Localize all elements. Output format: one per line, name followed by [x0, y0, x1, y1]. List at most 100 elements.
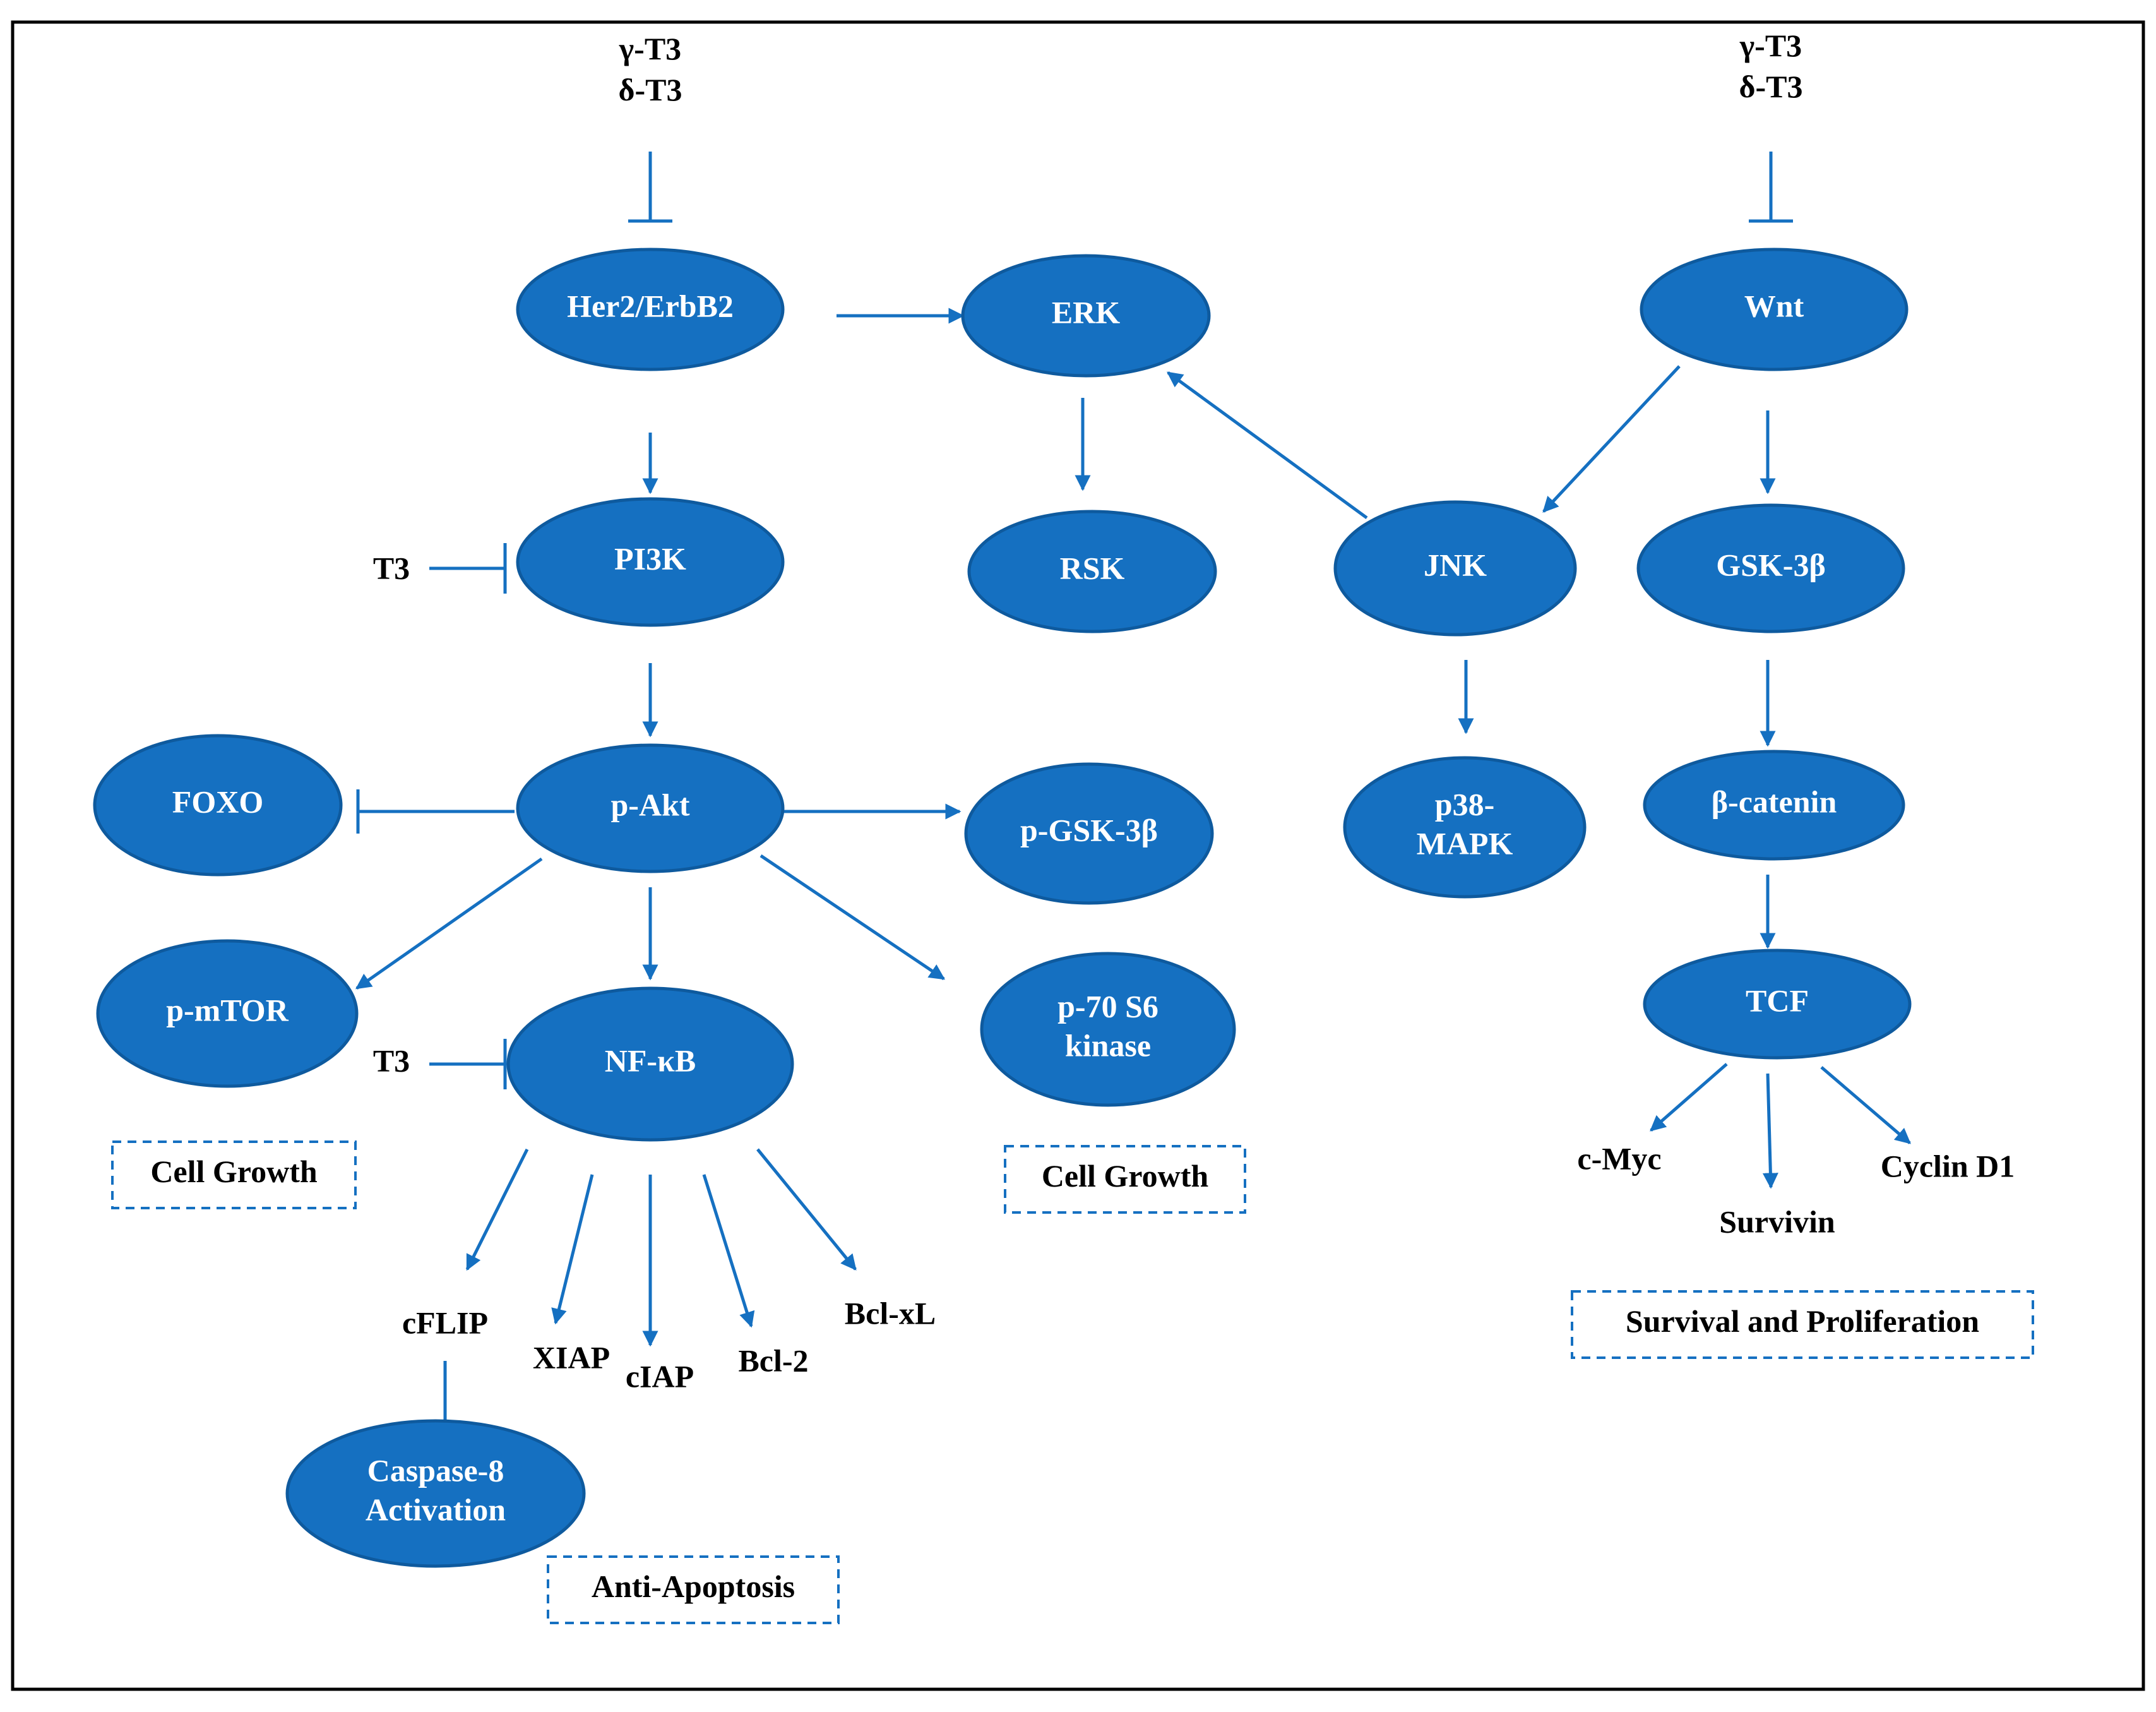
nfkb-to-xiap-edge: [551, 1174, 594, 1325]
label-cmyc: c-Myc: [1577, 1140, 1661, 1176]
node-gsk3b: GSK-3β: [1636, 503, 1905, 633]
erk-text: ERK: [1052, 294, 1120, 330]
anti-apoptosis-label: Anti-Apoptosis: [592, 1569, 795, 1604]
label-gt3-right: γ-T3 δ-T3: [1739, 28, 1803, 104]
p70-ellipse: [980, 952, 1236, 1107]
cyclind1-text: Cyclin D1: [1881, 1148, 2015, 1183]
tcf-to-survivin-edge: [1762, 1073, 1778, 1189]
pakt-to-foxo-edge: [356, 789, 515, 834]
bclxl-text: Bcl-xL: [845, 1295, 936, 1331]
node-rsk: RSK: [967, 510, 1217, 633]
cflip-to-casp8-edge: [423, 1361, 467, 1426]
activation-arrow: [355, 857, 543, 990]
node-foxo: FOXO: [93, 734, 343, 877]
node-pgsk3b: p-GSK-3β: [964, 762, 1214, 905]
gt3-left-text: δ-T3: [619, 72, 682, 107]
label-gt3-left: γ-T3 δ-T3: [619, 31, 682, 107]
wnt-text: Wnt: [1744, 288, 1804, 323]
nfkb-to-bcl2-edge: [702, 1174, 755, 1328]
figure-border: [11, 20, 2145, 1691]
node-jnk: JNK: [1333, 500, 1577, 637]
gt3-right-to-wnt-edge: [1749, 152, 1793, 223]
label-bclxl: Bcl-xL: [845, 1295, 936, 1331]
wnt-to-jnk-edge: [1542, 365, 1681, 513]
erk-ellipse: [961, 254, 1211, 378]
label-survivin: Survivin: [1719, 1204, 1835, 1239]
cell-growth-left-frame: [111, 1140, 357, 1209]
pi3k-text: PI3K: [614, 541, 686, 576]
rsk-ellipse: [967, 510, 1217, 633]
t3-nfkb-to-nfkb-edge: [429, 1039, 507, 1089]
label-t3-nfkb: T3: [373, 1043, 410, 1078]
p70-text: p-70 S6: [1057, 988, 1158, 1024]
casp8-text: Activation: [366, 1492, 506, 1527]
tcf-to-cmyc-edge: [1650, 1063, 1728, 1132]
pi3k-ellipse: [516, 497, 785, 627]
label-xiap: XIAP: [533, 1339, 610, 1375]
p70-text: kinase: [1065, 1027, 1151, 1063]
ciap-text: cIAP: [626, 1358, 694, 1394]
node-pmtor: p-mTOR: [96, 939, 359, 1088]
nfkb-ellipse: [506, 986, 794, 1142]
activation-arrow: [1650, 1063, 1728, 1132]
box-cell-growth-left: Cell Growth: [111, 1140, 357, 1209]
cflip-text: cFLIP: [402, 1305, 488, 1340]
activation-arrow: [702, 1174, 755, 1328]
cell-growth-right-label: Cell Growth: [1042, 1158, 1209, 1194]
survival-proliferation-frame: [1571, 1290, 2034, 1359]
activation-arrow: [1166, 371, 1368, 520]
label-cyclind1: Cyclin D1: [1881, 1148, 2015, 1183]
pmtor-ellipse: [96, 939, 359, 1088]
bcat-text: β-catenin: [1712, 784, 1837, 819]
activation-arrow: [465, 1148, 529, 1271]
activation-arrow: [756, 1148, 857, 1271]
t3-nfkb-text: T3: [373, 1043, 410, 1078]
p38-ellipse: [1343, 756, 1587, 899]
node-nfkb: NF-κB: [506, 986, 794, 1142]
node-p38: p38-MAPK: [1343, 756, 1587, 899]
node-tcf: TCF: [1643, 949, 1912, 1060]
edge-layer: [355, 152, 1911, 1426]
jnk-to-erk-edge: [1166, 371, 1368, 520]
gt3-right-text: γ-T3: [1739, 28, 1802, 63]
nfkb-to-cflip-edge: [465, 1148, 529, 1271]
foxo-ellipse: [93, 734, 343, 877]
gsk3b-ellipse: [1636, 503, 1905, 633]
jnk-text: JNK: [1424, 547, 1487, 582]
p38-text: p38-: [1435, 786, 1494, 822]
gt3-left-to-her2-edge: [628, 152, 672, 223]
gt3-right-text: δ-T3: [1739, 69, 1803, 104]
node-wnt: Wnt: [1640, 248, 1909, 371]
wnt-ellipse: [1640, 248, 1909, 371]
anti-apoptosis-frame: [547, 1555, 840, 1624]
pmtor-text: p-mTOR: [166, 992, 289, 1027]
bcl2-text: Bcl-2: [738, 1343, 808, 1378]
rsk-text: RSK: [1060, 550, 1125, 585]
jnk-ellipse: [1333, 500, 1577, 637]
pgsk3b-text: p-GSK-3β: [1020, 812, 1158, 847]
cell-growth-left-label: Cell Growth: [150, 1154, 318, 1189]
node-pakt: p-Akt: [516, 743, 785, 873]
label-cflip: cFLIP: [402, 1305, 488, 1340]
box-anti-apoptosis: Anti-Apoptosis: [547, 1555, 840, 1624]
pgsk3b-ellipse: [964, 762, 1214, 905]
p38-text: MAPK: [1417, 825, 1513, 861]
nfkb-text: NF-κB: [605, 1043, 696, 1078]
nfkb-to-bclxl-edge: [756, 1148, 857, 1271]
node-bcat: β-catenin: [1643, 750, 1905, 861]
gt3-left-text: γ-T3: [619, 31, 681, 66]
cmyc-text: c-Myc: [1577, 1140, 1661, 1176]
t3-pi3k-to-pi3k-edge: [429, 543, 507, 594]
node-erk: ERK: [961, 254, 1211, 378]
tcf-ellipse: [1643, 949, 1912, 1060]
xiap-text: XIAP: [533, 1339, 610, 1375]
activation-arrow: [1762, 1073, 1778, 1189]
pakt-to-p70-edge: [759, 854, 946, 981]
pakt-text: p-Akt: [610, 787, 689, 822]
label-ciap: cIAP: [626, 1358, 694, 1394]
survivin-text: Survivin: [1719, 1204, 1835, 1239]
